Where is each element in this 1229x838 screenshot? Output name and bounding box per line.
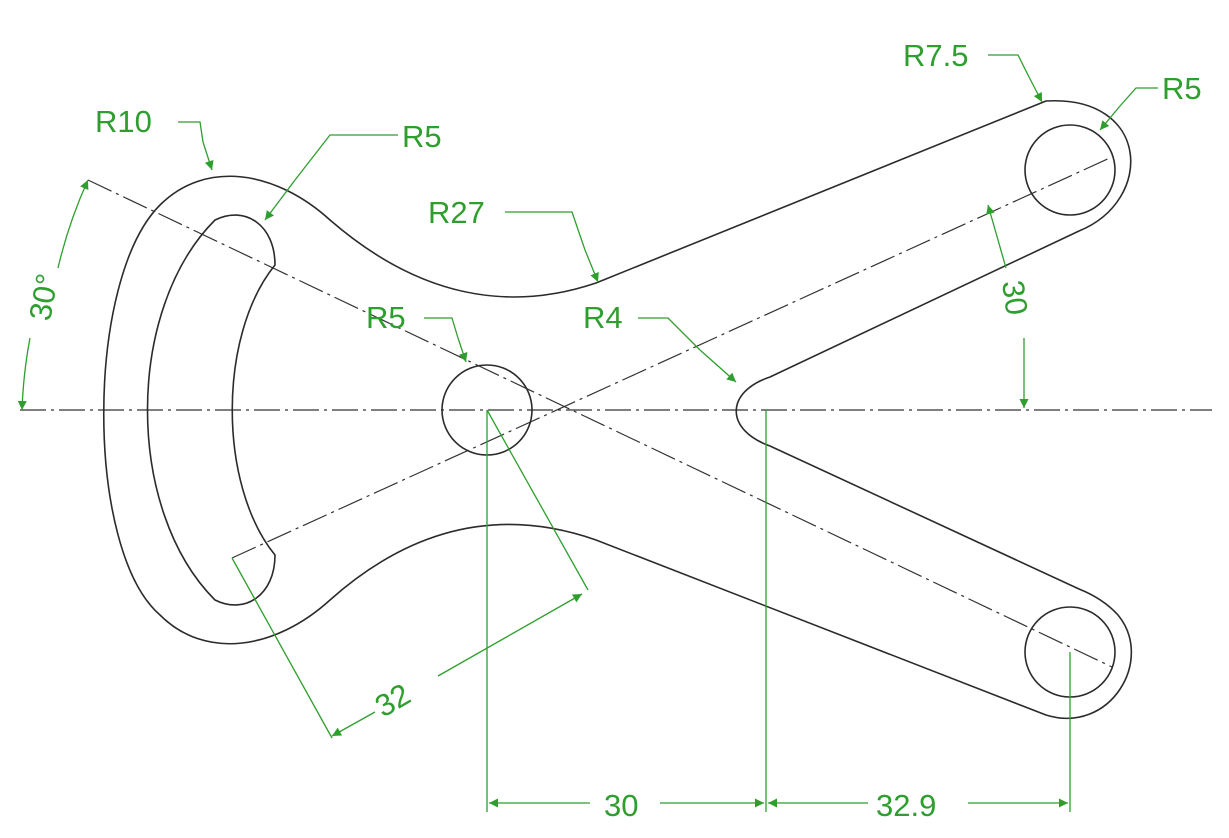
label-r5-center: R5 [366, 300, 406, 335]
label-r10: R10 [95, 104, 152, 139]
label-r5-right: R5 [1162, 71, 1202, 106]
r27-leader-arrow [584, 249, 599, 283]
r4-leader-arrow [699, 349, 737, 383]
crescent-slot [146, 214, 276, 606]
label-dim-32-9: 32.9 [876, 788, 936, 823]
label-r5-slot: R5 [402, 119, 442, 154]
dimension-labels: R10 R5 R27 R5 R4 R7.5 R5 30° 32 30 30 32… [22, 38, 1201, 823]
r10-leader [178, 121, 204, 143]
r5-slot-leader-arrow [264, 179, 296, 221]
r7-5-leader-arrow [1027, 74, 1043, 103]
label-dim-30-vertical: 30 [995, 278, 1034, 317]
dim-30-vertical-line-upper [986, 204, 1007, 269]
upper-arm-center-line [231, 156, 1113, 559]
r5-slot-leader [294, 134, 398, 181]
angle-arc-lower [17, 337, 31, 411]
outer-profile [102, 100, 1133, 720]
dim-32-line-upper [437, 593, 583, 677]
label-dim-30-horizontal: 30 [604, 788, 638, 823]
center-lines [20, 156, 1212, 668]
r5-center-leader [424, 317, 459, 339]
r5-right-leader-arrow [1099, 105, 1121, 131]
upper-right-hole [1024, 124, 1116, 216]
label-r27: R27 [428, 195, 485, 230]
r5-right-leader [1119, 87, 1158, 107]
lower-arm-center-line [87, 179, 1113, 668]
r4-leader [638, 317, 701, 351]
r10-leader-arrow [202, 141, 214, 171]
r7-5-leader [988, 54, 1029, 76]
label-angle-30: 30° [22, 271, 65, 323]
dim-32-extension-right [486, 409, 589, 591]
part-outline [102, 100, 1133, 720]
r5-center-leader-arrow [457, 337, 468, 363]
dim-32-line-lower [331, 711, 376, 737]
label-dim-32: 32 [369, 677, 416, 725]
dimension-geometry [17, 54, 1158, 812]
label-r7-5: R7.5 [903, 38, 968, 73]
label-r4: R4 [583, 300, 623, 335]
dim-32-extension-left [231, 557, 333, 739]
r27-leader [505, 211, 586, 251]
angle-arc-upper [57, 179, 89, 269]
